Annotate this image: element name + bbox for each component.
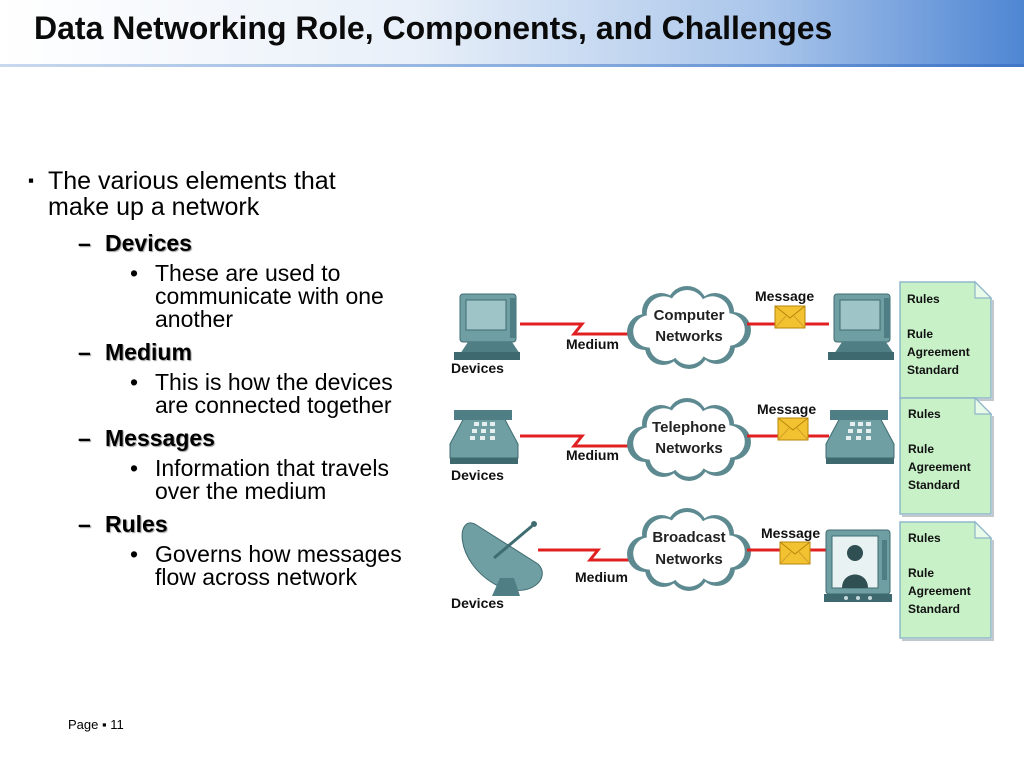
sub-bullet-devices: – Devices [28,230,438,256]
sub-bullet-heading: Rules [105,511,168,537]
detail-line: This is how the devices [155,369,393,395]
dash-marker: – [78,511,91,537]
medium-link-line [538,548,630,562]
cloud-label-line-2: Networks [655,328,723,345]
rules-item: Agreement [908,584,971,598]
cloud-label-line-1: Broadcast [652,529,725,546]
page-footer: Page ▪ 11 [68,717,124,732]
diagram-row-broadcast: Devices Medium Broadcast Networks Messag… [451,508,994,641]
cloud-label-line-2: Networks [655,440,723,457]
detail-line: These are used to [155,260,341,286]
detail-line: flow across network [155,564,357,590]
rules-title: Rules [907,292,940,306]
computer-icon [453,293,521,361]
dot-bullet-icon: • [130,260,139,286]
title-divider [0,64,1024,67]
sub-bullet-medium: – Medium [28,339,438,365]
rules-item: Standard [908,478,960,492]
detail-line: another [155,306,234,332]
rules-item: Standard [907,363,959,377]
detail-line: over the medium [155,478,327,504]
slide-title: Data Networking Role, Components, and Ch… [34,10,833,46]
detail-bullet-rules: • Governs how messages flow across netwo… [28,543,438,589]
main-bullet-line-2: make up a network [48,193,260,221]
envelope-icon [777,417,809,441]
main-bullet: ▪ The various elements that make up a ne… [28,168,438,220]
cloud-label-line-1: Computer [654,307,725,324]
cloud-icon [627,508,751,591]
sub-bullet-heading: Devices [105,230,192,256]
message-label: Message [755,288,814,304]
message-label: Message [761,525,820,541]
page-number: 11 [110,717,124,732]
page-label: Page [68,717,99,732]
devices-label: Devices [451,595,504,611]
footer-separator: ▪ [102,717,107,732]
dash-marker: – [78,339,91,365]
title-bar [0,0,1024,64]
bullet-outline: ▪ The various elements that make up a ne… [28,168,438,597]
detail-bullet-messages: • Information that travels over the medi… [28,457,438,503]
envelope-icon [779,541,811,565]
medium-label: Medium [566,447,619,463]
television-icon [824,529,892,602]
rules-item: Rule [908,442,934,456]
devices-label: Devices [451,467,504,483]
medium-link-line [520,322,630,336]
detail-bullet-medium: • This is how the devices are connected … [28,371,438,417]
rules-title: Rules [908,531,941,545]
devices-label: Devices [451,360,504,376]
network-components-diagram: Devices Medium Computer Networks Message… [449,281,994,641]
rules-item: Standard [908,602,960,616]
dot-bullet-icon: • [130,369,139,395]
medium-label: Medium [575,569,628,585]
sub-bullet-rules: – Rules [28,511,438,537]
cloud-label-line-1: Telephone [652,419,726,436]
rules-item: Rule [908,566,934,580]
diagram-row-telephone: Devices Medium Telephone Networks Messag… [449,397,994,517]
square-bullet-icon: ▪ [28,171,35,190]
cloud-label-line-2: Networks [655,551,723,568]
detail-bullet-devices: • These are used to communicate with one… [28,262,438,331]
rules-title: Rules [908,407,941,421]
dash-marker: – [78,425,91,451]
dot-bullet-icon: • [130,541,139,567]
sub-bullet-heading: Medium [105,339,192,365]
rules-item: Rule [907,327,933,341]
detail-line: are connected together [155,392,392,418]
dash-marker: – [78,230,91,256]
detail-line: communicate with one [155,283,384,309]
detail-line: Governs how messages [155,541,402,567]
medium-label: Medium [566,336,619,352]
sub-bullet-heading: Messages [105,425,215,451]
telephone-icon [449,409,519,465]
envelope-icon [774,305,806,329]
computer-icon [827,293,895,361]
message-label: Message [757,401,816,417]
detail-line: Information that travels [155,455,389,481]
rules-item: Agreement [907,345,970,359]
main-bullet-line-1: The various elements that [48,167,336,195]
satellite-dish-icon [461,521,543,596]
telephone-icon [825,409,895,465]
sub-bullet-messages: – Messages [28,425,438,451]
diagram-row-computer: Devices Medium Computer Networks Message… [451,281,994,401]
medium-link-line [520,434,630,448]
dot-bullet-icon: • [130,455,139,481]
rules-item: Agreement [908,460,971,474]
